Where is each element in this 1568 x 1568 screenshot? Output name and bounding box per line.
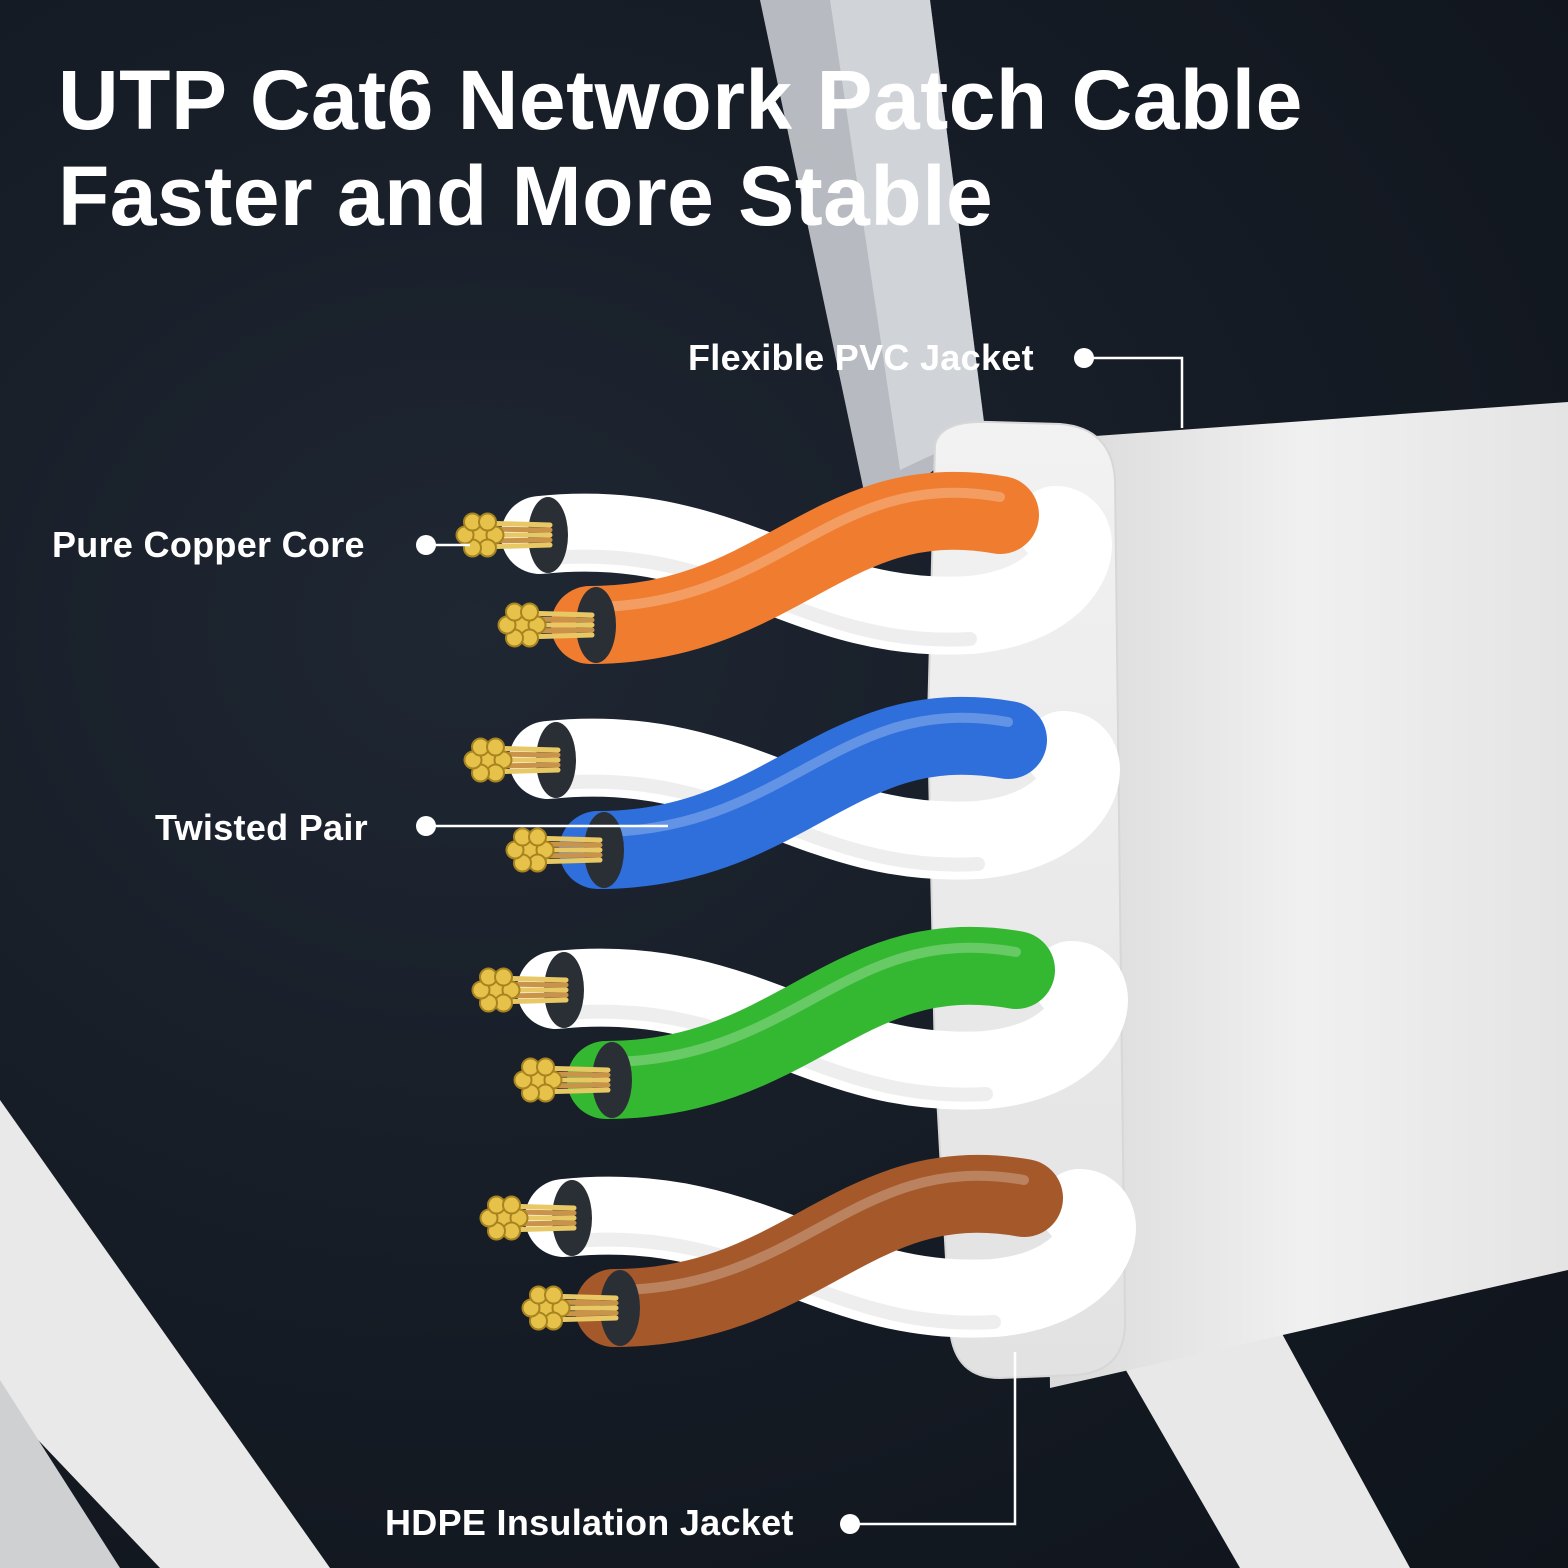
callout-leader-lines (426, 356, 1184, 1526)
hdpe-dot (840, 1514, 860, 1534)
copper-dot (416, 535, 436, 555)
pair-orange-white-wire (501, 486, 1112, 655)
pair-brown-upper-copper-strands (479, 1195, 577, 1241)
twisted-pairs (455, 471, 1136, 1347)
pair-green-lower-copper-strands (513, 1057, 611, 1103)
title-line-2: Faster and More Stable (58, 149, 994, 243)
pair-orange (501, 471, 1112, 664)
pair-green-white-wire (517, 941, 1128, 1110)
label-twisted-pair: Twisted Pair (155, 807, 368, 848)
pair-blue (509, 696, 1120, 889)
pair-brown-white-wire (525, 1169, 1136, 1338)
page-title: UTP Cat6 Network Patch Cable Faster and … (58, 52, 1303, 244)
pair-blue-lower-copper-strands (505, 827, 603, 873)
pair-brown-lower-copper-strands (521, 1285, 619, 1331)
callout-dots (416, 348, 1094, 1534)
twisted-dot (416, 816, 436, 836)
hdpe-leader-line (850, 1352, 1017, 1526)
pair-orange-colored-wire (551, 471, 1039, 664)
flexible-pvc-jacket (1040, 402, 1568, 1388)
pair-green-colored-wire (567, 926, 1055, 1119)
label-flexible-pvc-jacket: Flexible PVC Jacket (688, 337, 1034, 378)
label-hdpe-insulation-jacket: HDPE Insulation Jacket (385, 1502, 794, 1543)
pair-orange-upper-copper-strands (455, 512, 553, 558)
title-line-1: UTP Cat6 Network Patch Cable (58, 53, 1303, 147)
pair-blue-upper-copper-strands (463, 737, 561, 783)
pair-green-upper-copper-strands (471, 967, 569, 1013)
pair-green (517, 926, 1128, 1119)
pair-brown-colored-wire (575, 1154, 1063, 1347)
pair-brown (525, 1154, 1136, 1347)
hdpe-insulation-band (926, 420, 1127, 1380)
pair-blue-colored-wire (559, 696, 1047, 889)
background-cable-strips (0, 0, 1410, 1568)
label-pure-copper-core: Pure Copper Core (52, 524, 365, 565)
pvc-leader-line (1085, 356, 1184, 428)
pair-blue-white-wire (509, 711, 1120, 880)
pvc-dot (1074, 348, 1094, 368)
pair-orange-lower-copper-strands (497, 602, 595, 648)
